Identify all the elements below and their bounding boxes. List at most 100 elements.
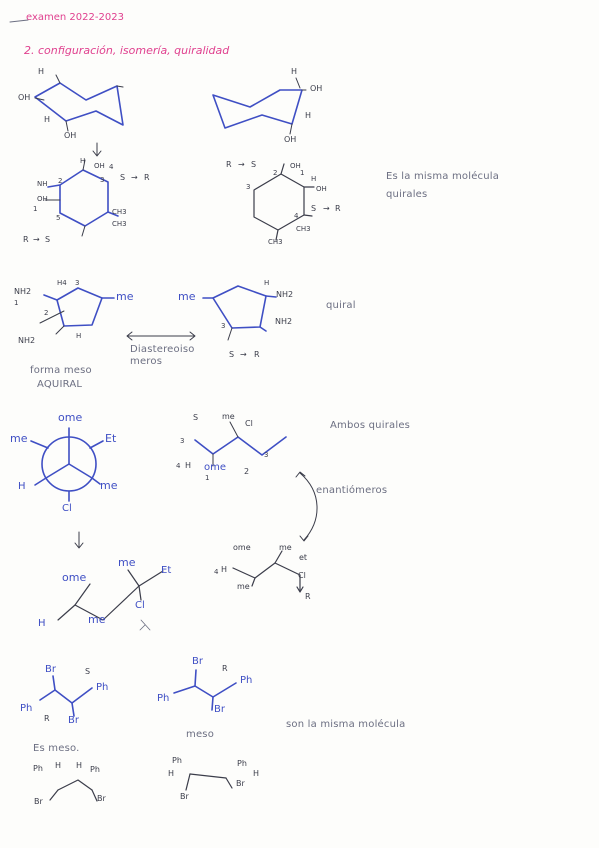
ring-left-nh: NH	[37, 180, 48, 188]
sawhorse-cl: Cl	[135, 600, 145, 611]
ring-left-n3: 3	[100, 176, 105, 184]
zz-bottom-h: H	[221, 565, 228, 574]
db-bl-br-left: Br	[34, 797, 43, 806]
note-same-molecule-2: son la misma molécula	[286, 719, 406, 730]
ring-left-oh-top: OH	[94, 162, 105, 170]
ring-left-n4: 4	[109, 163, 114, 171]
dibromo-right	[173, 669, 237, 711]
ring-right-config-r: R	[226, 160, 232, 169]
chair-right	[212, 77, 307, 135]
double-arrow	[126, 331, 196, 341]
ring-right-n2: 2	[273, 169, 278, 177]
chair-right-h-top: H	[291, 67, 298, 76]
db-left-s: S	[85, 667, 91, 676]
newman-cl: Cl	[62, 503, 72, 514]
zz-bottom-ome: ome	[233, 543, 251, 552]
ring-left-n5: 5	[56, 214, 61, 222]
db-br-br-right: Br	[236, 779, 245, 788]
header-underline	[9, 19, 29, 23]
cp-right-me: me	[178, 290, 196, 303]
newman-ome: ome	[58, 411, 83, 424]
cp-left-label-achiral: AQUIRAL	[37, 379, 83, 390]
zz-bottom-et: et	[299, 553, 308, 562]
ring-left-arrow: →	[131, 173, 138, 182]
cp-left-n3: 3	[75, 279, 80, 287]
zz-top-n3b: 3	[264, 451, 269, 459]
newman-me-right: me	[100, 479, 118, 492]
db-bl-h-a: H	[55, 761, 62, 770]
chair-right-h: H	[305, 111, 312, 120]
ring-left-n1: 1	[33, 205, 38, 213]
note-same-molecule: Es la misma molécula	[386, 171, 500, 182]
db-bl-ph-right: Ph	[90, 765, 100, 774]
newman-me-left: me	[10, 432, 28, 445]
ring-right-config-r2: R	[335, 204, 341, 213]
db-br-h-left: H	[168, 769, 175, 778]
ring-left-arrow2: →	[33, 235, 40, 244]
cp-right-nh2-b: NH2	[275, 317, 293, 326]
db-left-ph-left: Ph	[20, 703, 33, 714]
db-right-br-bottom: Br	[214, 704, 225, 715]
cp-left-label-meso: forma meso	[30, 365, 92, 376]
db-left-label: Es meso.	[33, 743, 80, 754]
ring-right-oh-right: OH	[316, 185, 327, 193]
db-right-r: R	[222, 664, 228, 673]
ring-right-ch3-right: CH3	[296, 225, 311, 233]
db-right-label: meso	[186, 729, 215, 740]
ring-right-n4: 4	[294, 212, 299, 220]
cyclopentane-right	[202, 285, 277, 341]
dibromo-bottom-left	[49, 779, 98, 802]
zz-top-n4: 4	[176, 462, 181, 470]
cp-left-n1: 1	[14, 299, 19, 307]
sawhorse	[57, 569, 164, 621]
ring-right-arrow: →	[238, 160, 245, 169]
cp-left-n2: 2	[44, 309, 49, 317]
cp-right-n3: 3	[221, 322, 226, 330]
ring-left-h: H	[80, 157, 86, 165]
cp-left-h: H	[76, 332, 82, 340]
curved-double-arrow	[295, 471, 318, 542]
chair-right-oh-bottom: OH	[284, 135, 297, 144]
ring-right-ch3-bottom: CH3	[268, 238, 283, 246]
db-right-br-top: Br	[192, 656, 203, 667]
newman-projection	[30, 427, 104, 502]
sawhorse-ome: ome	[62, 571, 87, 584]
db-left-br-top: Br	[45, 664, 56, 675]
ring-left-ch3-a: CH3	[112, 208, 127, 216]
zz-bottom-me-bottom: me	[237, 582, 250, 591]
cp-right-h: H	[264, 279, 270, 287]
ring-right	[253, 163, 315, 241]
ring-left-config-s2: S	[45, 235, 51, 244]
cp-left-nh2-top: NH2	[14, 287, 32, 296]
cyclopentane-left	[39, 287, 115, 335]
ring-right-oh-top: OH	[290, 162, 301, 170]
db-left-br-bottom: Br	[68, 715, 79, 726]
zz-bottom-me-top: me	[279, 543, 292, 552]
zz-top-s: S	[193, 413, 199, 422]
cp-left-h4: H4	[57, 279, 67, 287]
ring-left-config-r: R	[144, 173, 150, 182]
diastereo-label-2: meros	[130, 356, 163, 367]
chair-left-oh-left: OH	[18, 93, 31, 102]
sawhorse-et: Et	[161, 565, 172, 576]
ring-right-arrow2: →	[323, 204, 330, 213]
db-br-br-bottom: Br	[180, 792, 189, 801]
ring-right-h: H	[311, 175, 317, 183]
sawhorse-h: H	[38, 618, 46, 629]
zz-bottom-cl: Cl	[298, 571, 306, 580]
zz-top-me: me	[222, 412, 235, 421]
chair-left-oh-bottom: OH	[64, 131, 77, 140]
zigzag-bottom	[232, 550, 304, 593]
newman-h: H	[18, 481, 26, 492]
db-bl-br-right: Br	[97, 794, 106, 803]
diastereo-label-1: Diastereoiso	[130, 344, 195, 355]
chair-left-h-mid: H	[44, 115, 51, 124]
zz-top-n1: 1	[205, 474, 210, 482]
arrow-down-1	[92, 142, 102, 157]
cp-left-nh2-bottom: NH2	[18, 336, 36, 345]
db-br-ph-top: Ph	[172, 756, 182, 765]
zz-top-h: H	[185, 461, 192, 470]
db-bl-h-b: H	[76, 761, 83, 770]
cp-right-config-r: R	[254, 350, 260, 359]
